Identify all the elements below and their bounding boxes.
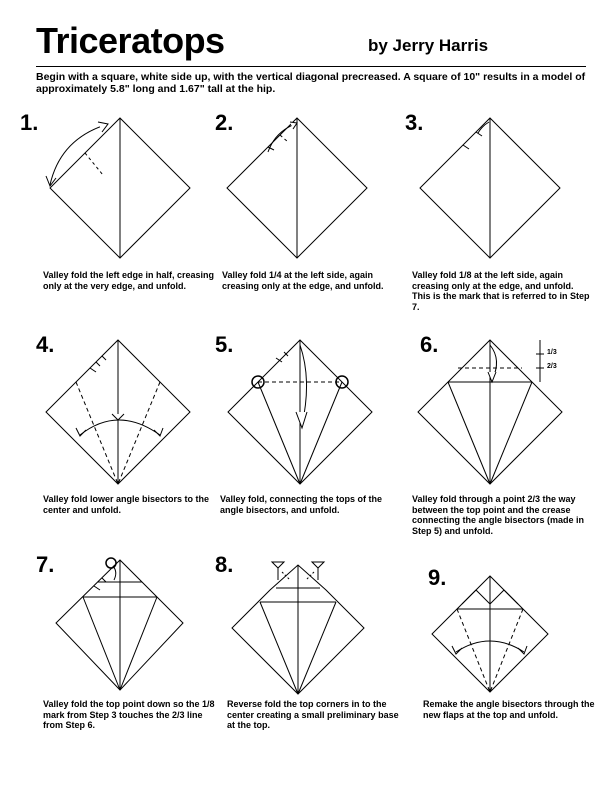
- step-number: 6.: [420, 332, 439, 357]
- marker-circle-icon: [105, 557, 117, 569]
- fold-arrow-icon: [49, 124, 106, 186]
- step-1-diagram: [45, 117, 191, 259]
- marker-circle-icon: [251, 375, 265, 389]
- mark-label: 1/3: [547, 349, 557, 356]
- step-number: 1.: [20, 110, 39, 135]
- step-caption: Valley fold the left edge in half, creas…: [43, 270, 215, 291]
- step-caption: Valley fold 1/4 at the left side, again …: [222, 270, 384, 291]
- step-number: 4.: [36, 332, 55, 357]
- author: by Jerry Harris: [368, 36, 489, 55]
- step-caption: Valley fold lower angle bisectors to the…: [43, 494, 210, 515]
- step-caption: Valley fold, connecting the tops of the …: [220, 494, 383, 515]
- step-9-diagram: [431, 575, 549, 693]
- step-number: 2.: [215, 110, 234, 135]
- step-8-diagram: [231, 561, 365, 695]
- step-2-diagram: [226, 117, 368, 259]
- step-number: 8.: [215, 552, 234, 577]
- marker-circle-icon: [335, 375, 349, 389]
- step-number: 5.: [215, 332, 234, 357]
- step-number: 9.: [428, 565, 447, 590]
- step-caption: Valley fold through a point 2/3 the way …: [412, 494, 585, 536]
- step-6-diagram: [417, 339, 563, 485]
- step-7-diagram: [55, 557, 184, 691]
- page-title: Triceratops: [36, 20, 225, 61]
- step-3-diagram: [419, 117, 561, 259]
- mark-label: 2/3: [547, 363, 557, 370]
- step-caption: Reverse fold the top corners in to the c…: [227, 699, 399, 730]
- divider: [36, 66, 586, 67]
- step-number: 3.: [405, 110, 424, 135]
- step-5-diagram: [227, 339, 373, 485]
- step-number: 7.: [36, 552, 55, 577]
- step-caption: Remake the angle bisectors through the n…: [423, 699, 595, 720]
- intro-text: Begin with a square, white side up, with…: [36, 71, 586, 95]
- step-caption: Valley fold 1/8 at the left side, again …: [412, 270, 590, 312]
- fold-arrow-icon: [477, 121, 490, 134]
- step-caption: Valley fold the top point down so the 1/…: [43, 699, 215, 730]
- fold-arrow-icon: [267, 123, 296, 153]
- step-4-diagram: [45, 339, 191, 485]
